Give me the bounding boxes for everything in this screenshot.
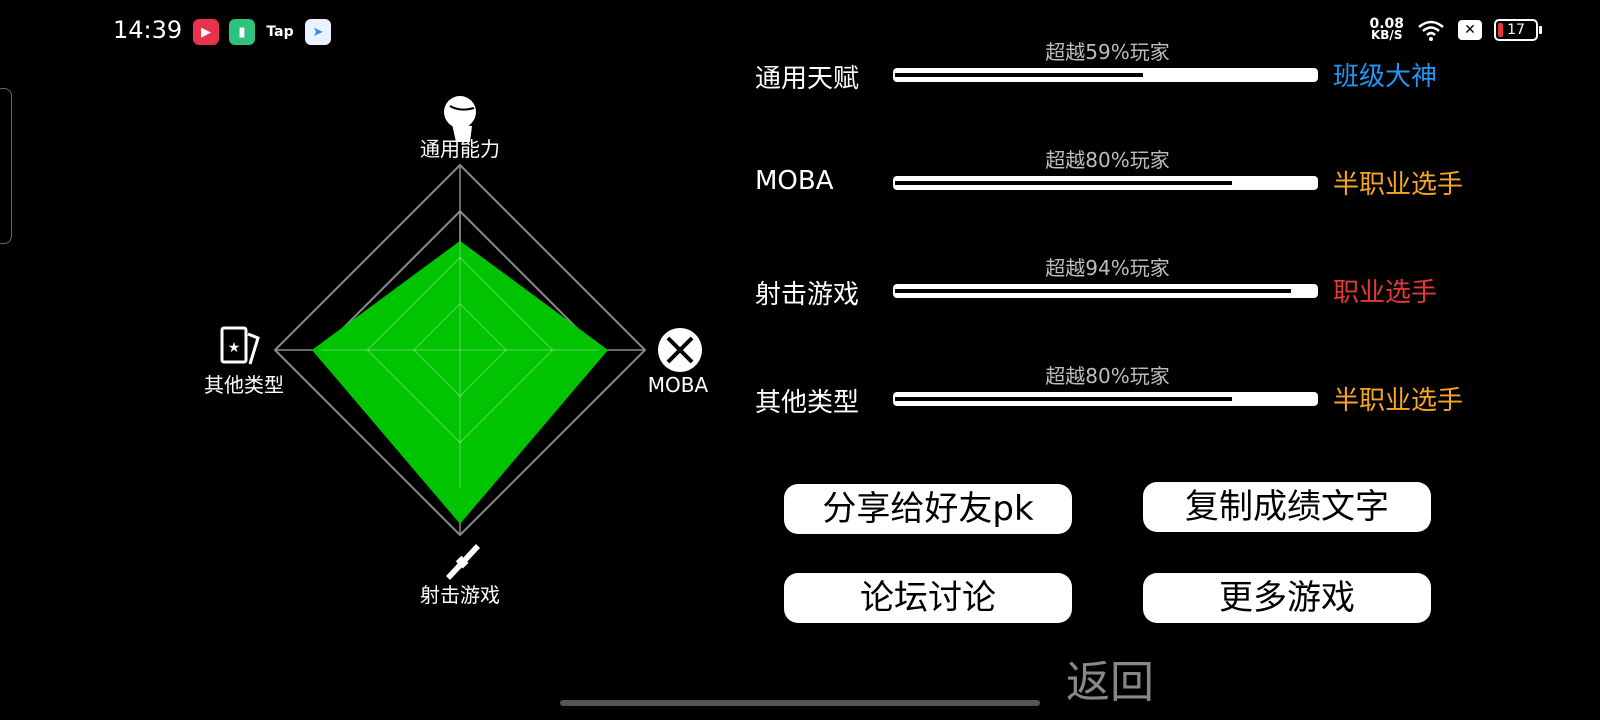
progress-fill (895, 289, 1291, 293)
progress-bar (893, 68, 1318, 82)
back-button[interactable]: 返回 (1066, 657, 1154, 708)
axis-label-moba: MOBA (648, 373, 709, 397)
progress-bar (893, 284, 1318, 298)
category-name: 射击游戏 (755, 280, 860, 310)
net-speed-value: 0.08 (1369, 16, 1404, 32)
share-pk-button[interactable]: 分享给好友pk (784, 484, 1072, 534)
percentile-text: 超越80%玩家 (1045, 364, 1170, 388)
progress-bar (893, 392, 1318, 406)
percentile-text: 超越59%玩家 (1045, 40, 1170, 64)
telegram-icon: ➤ (305, 19, 331, 45)
category-name: 其他类型 (755, 388, 860, 418)
axis-label-general: 通用能力 (420, 137, 500, 161)
score-row-other: 超越80%玩家 其他类型 半职业选手 (755, 364, 1475, 424)
side-panel-handle[interactable] (0, 88, 12, 244)
progress-fill (895, 73, 1144, 77)
gun-icon (446, 544, 480, 580)
rank-label: 班级大神 (1333, 62, 1438, 92)
progress-bar (893, 176, 1318, 190)
forum-button[interactable]: 论坛讨论 (784, 573, 1072, 623)
wifi-icon (1418, 20, 1444, 41)
score-row-shooter: 超越94%玩家 射击游戏 职业选手 (755, 256, 1475, 316)
rank-label: 半职业选手 (1333, 386, 1464, 416)
card-icon: ★ (220, 326, 260, 365)
close-box-icon: ✕ (1458, 20, 1482, 40)
rank-label: 半职业选手 (1333, 170, 1464, 200)
net-speed-unit: KB/S (1370, 28, 1403, 42)
score-row-general: 超越59%玩家 通用天赋 班级大神 (755, 40, 1475, 100)
percentile-text: 超越94%玩家 (1045, 256, 1170, 280)
progress-fill (895, 397, 1232, 401)
status-app-icons: ▶ ▮ Tap ➤ (193, 19, 331, 45)
percentile-text: 超越80%玩家 (1045, 148, 1170, 172)
radar-inner-ring (413, 303, 507, 397)
moba-icon (658, 328, 702, 372)
radar-inner-ring (366, 256, 554, 444)
score-row-moba: 超越80%玩家 MOBA 半职业选手 (755, 148, 1475, 208)
play-app-icon: ▶ (193, 19, 219, 45)
status-time: 14:39 (113, 16, 183, 44)
battery-app-icon: ▮ (229, 19, 255, 45)
axis-label-other: 其他类型 (204, 373, 284, 397)
svg-text:★: ★ (228, 340, 241, 356)
axis-label-shooter: 射击游戏 (420, 583, 500, 607)
rank-label: 职业选手 (1333, 278, 1438, 308)
radar-inner-grid (321, 211, 599, 489)
category-name: 通用天赋 (755, 64, 860, 94)
radar-value-shape (312, 240, 608, 524)
status-right: 0.08 KB/S ✕ 17 (1369, 16, 1542, 42)
ability-radar-chart: 通用能力 MOBA 射击游戏 ★ 其他类型 (204, 96, 709, 607)
tap-app-icon: Tap (266, 24, 294, 40)
copy-score-button[interactable]: 复制成绩文字 (1143, 482, 1431, 532)
more-games-button[interactable]: 更多游戏 (1143, 573, 1431, 623)
progress-fill (895, 181, 1232, 185)
battery-indicator: 17 (1494, 19, 1542, 41)
head-icon (444, 96, 476, 142)
net-speed: 0.08 KB/S (1369, 16, 1404, 42)
category-name: MOBA (755, 166, 834, 196)
home-indicator[interactable] (560, 700, 1040, 706)
